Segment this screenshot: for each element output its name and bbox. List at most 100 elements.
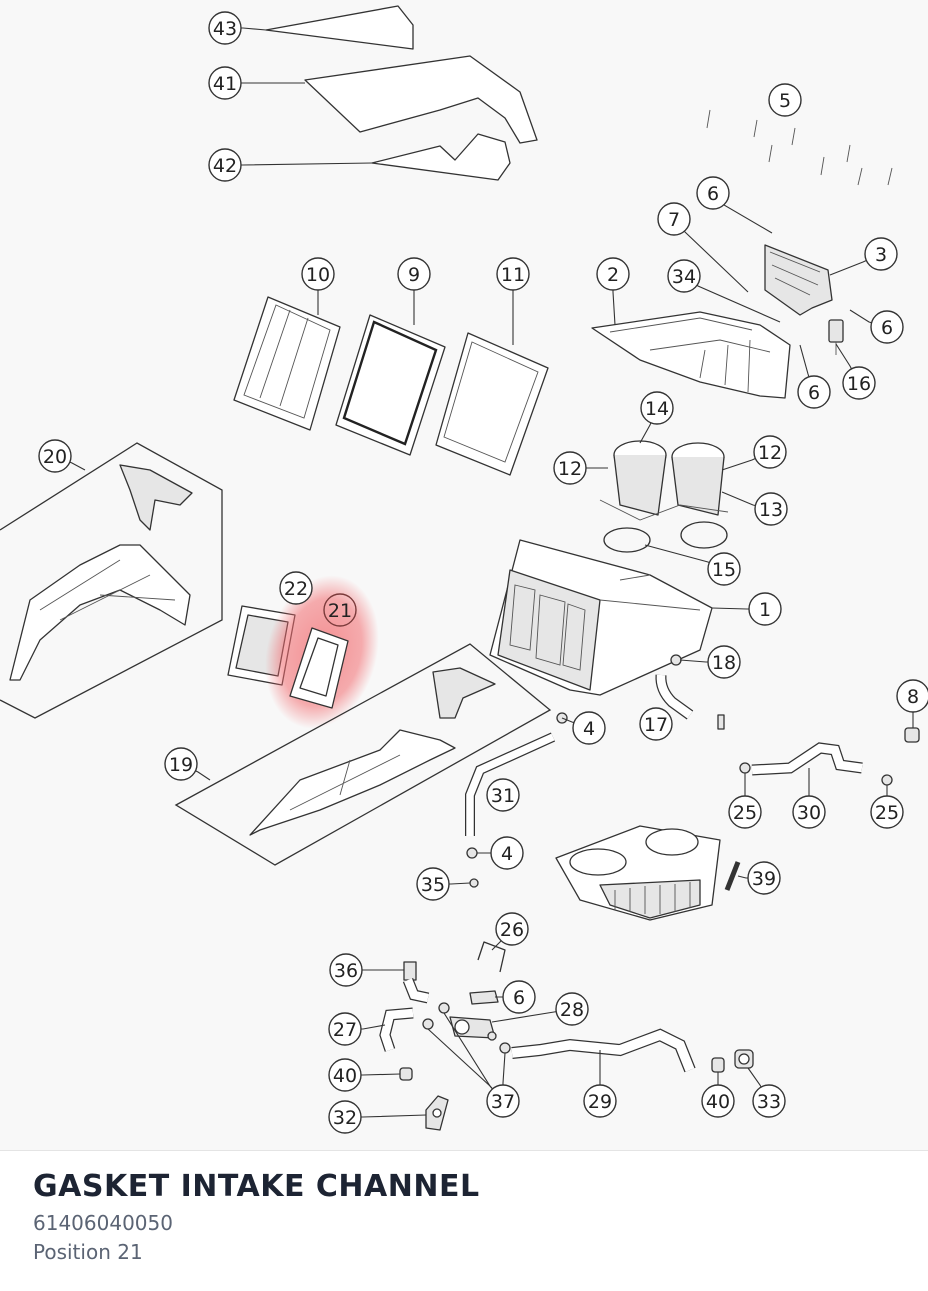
- callout-21[interactable]: 21: [323, 593, 357, 627]
- callout-3[interactable]: 3: [864, 237, 898, 271]
- callout-number: 12: [558, 458, 582, 480]
- callout-circle: [596, 257, 630, 291]
- callout-8[interactable]: 8: [896, 679, 928, 713]
- callout-number: 12: [758, 442, 782, 464]
- callout-circle: [754, 492, 788, 526]
- callout-circle: [667, 259, 701, 293]
- callout-2[interactable]: 2: [596, 257, 630, 291]
- callout-35[interactable]: 35: [416, 867, 450, 901]
- callout-39[interactable]: 39: [747, 861, 781, 895]
- callout-6[interactable]: 6: [797, 375, 831, 409]
- callout-4[interactable]: 4: [490, 836, 524, 870]
- callout-6[interactable]: 6: [696, 176, 730, 210]
- callout-31[interactable]: 31: [486, 778, 520, 812]
- part-gasket-15[interactable]: [603, 521, 728, 553]
- part-air-filter-10[interactable]: [233, 296, 341, 431]
- callout-32[interactable]: 32: [328, 1100, 362, 1134]
- callout-5[interactable]: 5: [768, 83, 802, 117]
- part-intake-duct-20[interactable]: [0, 442, 223, 719]
- callout-4[interactable]: 4: [572, 711, 606, 745]
- callout-30[interactable]: 30: [792, 795, 826, 829]
- part-intake-19[interactable]: [174, 643, 552, 866]
- callout-circle: [728, 795, 762, 829]
- callout-25[interactable]: 25: [728, 795, 762, 829]
- callout-6[interactable]: 6: [502, 980, 536, 1014]
- part-bolt-16[interactable]: [828, 319, 844, 355]
- callout-26[interactable]: 26: [495, 912, 529, 946]
- part-cover-41[interactable]: [304, 55, 538, 144]
- callout-number: 2: [607, 264, 619, 286]
- callout-15[interactable]: 15: [707, 552, 741, 586]
- part-sensor-33[interactable]: [734, 1049, 754, 1069]
- part-hose-31[interactable]: [465, 732, 556, 836]
- callout-6[interactable]: 6: [870, 310, 904, 344]
- part-hose-27[interactable]: [379, 1007, 414, 1052]
- callout-29[interactable]: 29: [583, 1084, 617, 1118]
- part-clip-6-bottom[interactable]: [469, 990, 499, 1005]
- callout-14[interactable]: 14: [640, 391, 674, 425]
- callout-19[interactable]: 19: [164, 747, 198, 781]
- callout-circle: [328, 1058, 362, 1092]
- callout-12[interactable]: 12: [753, 435, 787, 469]
- callout-40[interactable]: 40: [328, 1058, 362, 1092]
- callout-36[interactable]: 36: [329, 953, 363, 987]
- callout-number: 16: [847, 373, 871, 395]
- part-valve-28[interactable]: [449, 1016, 497, 1041]
- callout-33[interactable]: 33: [752, 1084, 786, 1118]
- callout-12[interactable]: 12: [553, 451, 587, 485]
- callout-number: 28: [560, 999, 584, 1021]
- callout-16[interactable]: 16: [842, 366, 876, 400]
- part-hose-29[interactable]: [511, 1028, 696, 1073]
- callout-37[interactable]: 37: [486, 1084, 520, 1118]
- part-intake-funnel-14[interactable]: [599, 440, 729, 521]
- part-bracket-3[interactable]: [764, 244, 833, 316]
- part-hose-30[interactable]: [751, 742, 863, 776]
- part-fitting-36[interactable]: [402, 961, 430, 1004]
- callout-34[interactable]: 34: [667, 259, 701, 293]
- callout-7[interactable]: 7: [657, 202, 691, 236]
- part-bracket-32[interactable]: [425, 1095, 449, 1131]
- callout-circle: [553, 451, 587, 485]
- callout-number: 22: [284, 578, 308, 600]
- callout-circle: [323, 593, 357, 627]
- part-air-filter-11[interactable]: [435, 332, 549, 476]
- callout-1[interactable]: 1: [748, 592, 782, 626]
- callout-circle: [397, 257, 431, 291]
- part-throttle-body[interactable]: [555, 825, 721, 921]
- part-cover-43[interactable]: [265, 5, 414, 50]
- callout-number: 6: [881, 317, 893, 339]
- callout-10[interactable]: 10: [301, 257, 335, 291]
- part-number: 61406040050: [33, 1211, 173, 1235]
- callout-41[interactable]: 41: [208, 66, 242, 100]
- part-bracket-26[interactable]: [477, 941, 506, 973]
- callout-9[interactable]: 9: [397, 257, 431, 291]
- part-hose-17[interactable]: [655, 674, 694, 720]
- callout-number: 6: [513, 987, 525, 1009]
- part-air-filter-9[interactable]: [335, 314, 446, 456]
- callout-number: 42: [213, 155, 237, 177]
- screw-set-5[interactable]: [706, 109, 893, 186]
- callout-circle: [164, 747, 198, 781]
- callout-28[interactable]: 28: [555, 992, 589, 1026]
- callout-42[interactable]: 42: [208, 148, 242, 182]
- callout-number: 20: [43, 446, 67, 468]
- callout-40[interactable]: 40: [701, 1084, 735, 1118]
- part-cover-42[interactable]: [371, 133, 511, 181]
- callout-number: 35: [421, 874, 445, 896]
- callout-number: 34: [672, 266, 696, 288]
- callout-number: 17: [644, 714, 668, 736]
- callout-17[interactable]: 17: [639, 707, 673, 741]
- callout-43[interactable]: 43: [208, 11, 242, 45]
- part-gasket-intake-channel-21[interactable]: [289, 627, 349, 709]
- callout-20[interactable]: 20: [38, 439, 72, 473]
- part-airbox-lid-2[interactable]: [591, 311, 791, 399]
- callout-22[interactable]: 22: [279, 571, 313, 605]
- callout-13[interactable]: 13: [754, 492, 788, 526]
- part-small-40[interactable]: [399, 1057, 725, 1081]
- part-airbox-1[interactable]: [489, 539, 713, 696]
- callout-27[interactable]: 27: [328, 1012, 362, 1046]
- callout-18[interactable]: 18: [707, 645, 741, 679]
- callout-11[interactable]: 11: [496, 257, 530, 291]
- callout-25[interactable]: 25: [870, 795, 904, 829]
- part-pin-39[interactable]: [724, 861, 741, 891]
